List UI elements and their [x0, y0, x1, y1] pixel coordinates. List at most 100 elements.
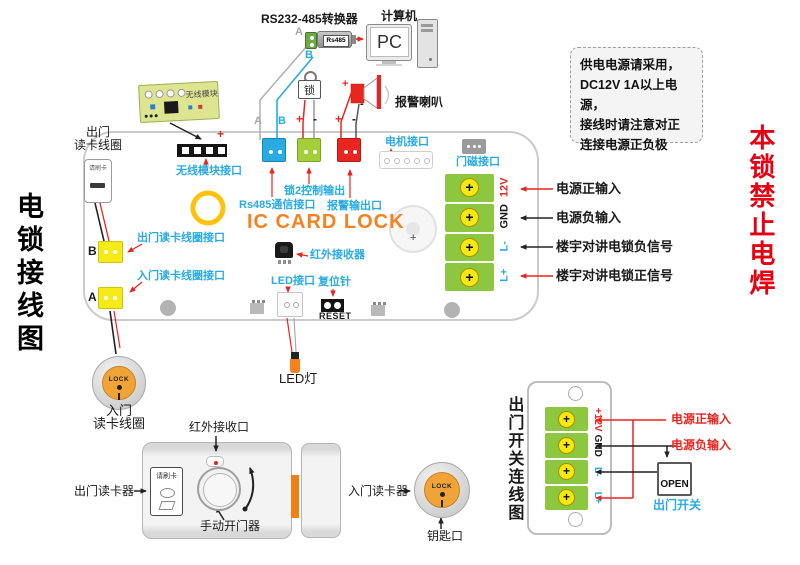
notice-line-2: DC12V 1A以上电源， [580, 78, 678, 112]
terminal-screw: + [558, 463, 575, 481]
alarm-speaker-label: 报警喇叭 [395, 95, 444, 109]
open-switch-text: OPEN [660, 479, 689, 490]
terminal-screw: + [558, 410, 575, 428]
exit-coil-title-1: 出门 [86, 125, 111, 139]
motor-port-label: 电机接口 [385, 136, 429, 148]
lock2-connector [297, 138, 321, 162]
alarm-connector [337, 138, 361, 162]
exit-switch-label: 出门开关 [653, 498, 702, 512]
device-manual-opener-label: 手动开门器 [200, 519, 261, 533]
rs485-chip-label: Rs485 [323, 35, 349, 47]
notice-line-3: 接线时请注意对正 [580, 118, 681, 132]
speaker-minus: - [360, 98, 364, 110]
wireless-connector-plus: + [217, 127, 225, 141]
led-lamp-body [290, 359, 300, 373]
entry-coil-connector-a [98, 287, 123, 309]
lock2-minus: - [313, 112, 317, 126]
ir-receiver-component [275, 242, 293, 258]
panel-hole-top [568, 386, 583, 401]
terminal-screw: + [460, 178, 479, 198]
connector-b-label: B [88, 244, 97, 258]
board-port-b: B [278, 115, 286, 127]
key-icon [116, 385, 122, 390]
entry-coil-lock-text: LOCK [108, 376, 130, 383]
page-title-vertical: 电锁接线图 [13, 192, 44, 357]
note-intercom-negative: 楼宇对讲电锁负信号 [556, 239, 674, 254]
entry-coil-title-2: 读卡线圈 [93, 416, 146, 431]
alarm-minus: - [352, 112, 356, 126]
entry-coil-port-label: 入门读卡线圈接口 [137, 270, 225, 282]
terminal-screw: + [558, 436, 575, 454]
terminal-gnd: + [545, 433, 588, 458]
lock-bolt-orange [291, 475, 299, 518]
ir-receiver-label: 红外接收器 [310, 249, 365, 261]
exit-switch-terminal-block: + + + + [545, 407, 588, 510]
motor-connector [379, 151, 433, 169]
pc-screen-text: PC [370, 27, 409, 57]
door-sensor-connector [462, 139, 486, 154]
led-lamp-tip [291, 352, 299, 359]
warning-vertical: 本锁禁止电焊 [745, 124, 776, 298]
sensor-icon [160, 488, 175, 498]
terminal-l-minus: + [545, 459, 588, 484]
note-intercom-positive: 楼宇对讲电锁正信号 [556, 268, 674, 283]
open-switch: OPEN [657, 462, 692, 496]
entry-coil-title-1: 入门 [106, 403, 133, 418]
converter-plug [352, 35, 356, 44]
padlock-char: 锁 [304, 84, 315, 97]
exit-switch-title: 出门开关连线图 [505, 396, 523, 522]
rs485-connector [262, 138, 286, 162]
exit-reader-card: 请刷卡 [84, 159, 112, 203]
pc-monitor: PC [366, 24, 412, 61]
converter-port-a: A [295, 26, 303, 38]
notice-line-1: 供电电源请采用， [580, 58, 681, 72]
converter-socket [305, 32, 317, 49]
board-title: IC CARD LOCK [247, 211, 405, 233]
terminal-screw: + [460, 267, 479, 287]
terminal-l-plus: + [545, 485, 588, 510]
terminal-12v: + [445, 174, 494, 202]
key-icon [439, 492, 445, 497]
computer-title: 计算机 [381, 9, 418, 23]
buzzer-plus: + [410, 232, 417, 244]
note-power-negative: 电源负输入 [556, 210, 622, 225]
lock2-plus: + [296, 112, 304, 126]
padlock-body: 锁 [298, 80, 321, 99]
wireless-module-connector [177, 144, 227, 157]
key-lock-text: LOCK [431, 483, 453, 490]
power-terminal-block: + + + + [445, 174, 494, 291]
monitor-stand [382, 61, 396, 64]
device-card-panel: 请刷卡 [150, 467, 183, 516]
led-connector [277, 292, 303, 317]
rs485-converter: Rs485 [317, 31, 352, 48]
terminal-label-l-plus: L+ [498, 268, 511, 282]
reset-pin-label: 复位针 [318, 276, 351, 288]
pc-tower [417, 19, 438, 68]
led-lamp-label: LED灯 [279, 371, 318, 386]
terminal-screw: + [558, 489, 575, 507]
alarm-plus: + [335, 112, 343, 126]
manual-opener-knob [197, 467, 241, 511]
wireless-port-label: 无线模块接口 [176, 165, 242, 177]
device-ir-window [206, 456, 224, 467]
exit-coil-title-2: 读卡线圈 [74, 138, 123, 152]
led-port-label: LED接口 [271, 275, 315, 287]
notice-line-4: 连接电源正负极 [580, 138, 668, 152]
reset-jumper [321, 299, 344, 312]
connector-a-label: A [88, 290, 97, 304]
alarm-output-label: 报警输出口 [327, 200, 382, 212]
lock2-output-label: 锁2控制输出 [284, 185, 346, 197]
monitor-base [376, 64, 402, 66]
speaker-plus: + [342, 78, 349, 90]
note-power-positive: 电源正输入 [556, 181, 622, 196]
terminal-screw: + [460, 237, 479, 257]
keyhole-label: 钥匙口 [427, 529, 464, 543]
exit-reader-card-text: 请刷卡 [88, 166, 107, 172]
exit-coil-connector-b [98, 241, 123, 263]
entry-coil-lock-button: LOCK [92, 356, 146, 410]
door-sensor-label: 门磁接口 [456, 156, 500, 168]
device-ir-label: 红外接收口 [189, 420, 250, 434]
terminal-l-minus: + [445, 233, 494, 262]
wireless-chip [163, 101, 179, 114]
